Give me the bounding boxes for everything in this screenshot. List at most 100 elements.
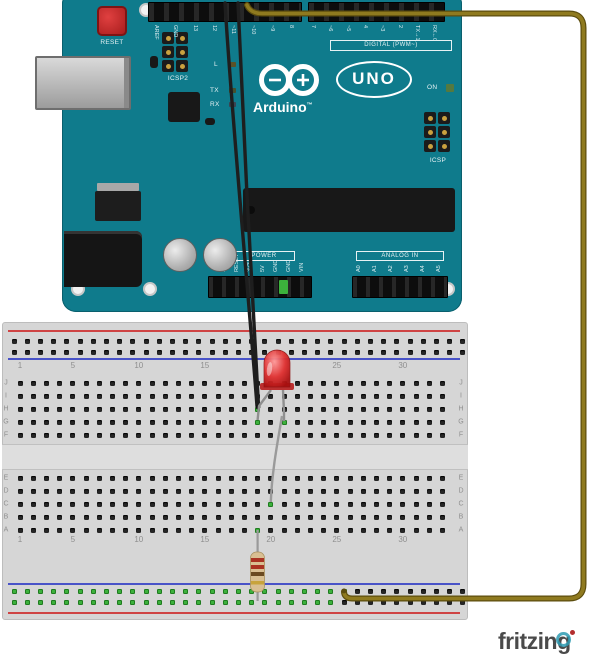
breadboard-hole[interactable] bbox=[334, 527, 340, 533]
breadboard-hole[interactable] bbox=[439, 406, 445, 412]
breadboard-hole[interactable] bbox=[83, 432, 89, 438]
breadboard-hole[interactable] bbox=[37, 338, 43, 344]
breadboard-hole[interactable] bbox=[268, 380, 274, 386]
breadboard-hole[interactable] bbox=[255, 432, 261, 438]
breadboard-hole[interactable] bbox=[123, 380, 129, 386]
breadboard-hole[interactable] bbox=[43, 419, 49, 425]
analog-header[interactable] bbox=[352, 276, 448, 298]
breadboard-hole[interactable] bbox=[394, 349, 400, 355]
breadboard-hole[interactable] bbox=[439, 488, 445, 494]
breadboard-hole[interactable] bbox=[268, 475, 274, 481]
breadboard-hole[interactable] bbox=[143, 338, 149, 344]
breadboard-hole[interactable] bbox=[367, 349, 373, 355]
breadboard-hole[interactable] bbox=[51, 599, 57, 605]
breadboard-hole[interactable] bbox=[328, 349, 334, 355]
power-header[interactable] bbox=[208, 276, 312, 298]
breadboard-hole[interactable] bbox=[281, 514, 287, 520]
breadboard-hole[interactable] bbox=[64, 338, 70, 344]
breadboard-hole[interactable] bbox=[347, 393, 353, 399]
breadboard-hole[interactable] bbox=[255, 380, 261, 386]
breadboard-hole[interactable] bbox=[460, 588, 466, 594]
breadboard-hole[interactable] bbox=[347, 419, 353, 425]
breadboard-hole[interactable] bbox=[136, 488, 142, 494]
breadboard-hole[interactable] bbox=[51, 338, 57, 344]
breadboard-hole[interactable] bbox=[189, 432, 195, 438]
breadboard-hole[interactable] bbox=[189, 406, 195, 412]
breadboard-hole[interactable] bbox=[24, 338, 30, 344]
breadboard-hole[interactable] bbox=[394, 588, 400, 594]
breadboard-hole[interactable] bbox=[460, 349, 466, 355]
breadboard-hole[interactable] bbox=[130, 599, 136, 605]
breadboard-hole[interactable] bbox=[30, 527, 36, 533]
breadboard-hole[interactable] bbox=[70, 419, 76, 425]
breadboard-hole[interactable] bbox=[268, 406, 274, 412]
breadboard-hole[interactable] bbox=[136, 514, 142, 520]
breadboard-hole[interactable] bbox=[439, 380, 445, 386]
breadboard-hole[interactable] bbox=[426, 488, 432, 494]
breadboard-hole[interactable] bbox=[64, 588, 70, 594]
breadboard-hole[interactable] bbox=[209, 349, 215, 355]
breadboard-hole[interactable] bbox=[255, 419, 261, 425]
breadboard-hole[interactable] bbox=[439, 432, 445, 438]
breadboard-hole[interactable] bbox=[43, 432, 49, 438]
breadboard-hole[interactable] bbox=[281, 501, 287, 507]
breadboard-hole[interactable] bbox=[51, 349, 57, 355]
breadboard-hole[interactable] bbox=[175, 501, 181, 507]
breadboard-hole[interactable] bbox=[215, 419, 221, 425]
breadboard-hole[interactable] bbox=[360, 501, 366, 507]
breadboard-hole[interactable] bbox=[341, 599, 347, 605]
breadboard-hole[interactable] bbox=[268, 432, 274, 438]
breadboard-hole[interactable] bbox=[109, 514, 115, 520]
breadboard-hole[interactable] bbox=[373, 380, 379, 386]
breadboard-hole[interactable] bbox=[367, 588, 373, 594]
breadboard-hole[interactable] bbox=[43, 380, 49, 386]
breadboard-hole[interactable] bbox=[400, 501, 406, 507]
breadboard-hole[interactable] bbox=[202, 419, 208, 425]
breadboard-hole[interactable] bbox=[123, 488, 129, 494]
breadboard-hole[interactable] bbox=[117, 599, 123, 605]
breadboard-hole[interactable] bbox=[307, 380, 313, 386]
breadboard-hole[interactable] bbox=[96, 432, 102, 438]
breadboard-hole[interactable] bbox=[426, 406, 432, 412]
breadboard-hole[interactable] bbox=[255, 501, 261, 507]
breadboard-hole[interactable] bbox=[426, 527, 432, 533]
breadboard-hole[interactable] bbox=[175, 380, 181, 386]
breadboard-hole[interactable] bbox=[400, 488, 406, 494]
breadboard-hole[interactable] bbox=[17, 475, 23, 481]
breadboard-hole[interactable] bbox=[360, 406, 366, 412]
breadboard-hole[interactable] bbox=[136, 419, 142, 425]
breadboard-hole[interactable] bbox=[288, 338, 294, 344]
breadboard-hole[interactable] bbox=[96, 488, 102, 494]
breadboard-hole[interactable] bbox=[215, 393, 221, 399]
breadboard-hole[interactable] bbox=[57, 475, 63, 481]
breadboard-hole[interactable] bbox=[96, 514, 102, 520]
breadboard-hole[interactable] bbox=[109, 393, 115, 399]
breadboard-hole[interactable] bbox=[109, 406, 115, 412]
icsp-pin[interactable] bbox=[424, 126, 436, 138]
breadboard-hole[interactable] bbox=[83, 527, 89, 533]
breadboard-hole[interactable] bbox=[281, 406, 287, 412]
breadboard-hole[interactable] bbox=[37, 349, 43, 355]
breadboard-hole[interactable] bbox=[373, 501, 379, 507]
breadboard-hole[interactable] bbox=[321, 488, 327, 494]
breadboard-hole[interactable] bbox=[156, 599, 162, 605]
breadboard-hole[interactable] bbox=[268, 393, 274, 399]
breadboard-hole[interactable] bbox=[143, 588, 149, 594]
breadboard-hole[interactable] bbox=[328, 588, 334, 594]
breadboard-hole[interactable] bbox=[202, 527, 208, 533]
breadboard-hole[interactable] bbox=[30, 488, 36, 494]
breadboard-hole[interactable] bbox=[328, 599, 334, 605]
breadboard-hole[interactable] bbox=[255, 488, 261, 494]
breadboard-hole[interactable] bbox=[447, 338, 453, 344]
breadboard-hole[interactable] bbox=[196, 338, 202, 344]
breadboard-hole[interactable] bbox=[354, 588, 360, 594]
breadboard-hole[interactable] bbox=[294, 514, 300, 520]
breadboard-hole[interactable] bbox=[43, 527, 49, 533]
breadboard-hole[interactable] bbox=[262, 599, 268, 605]
breadboard-hole[interactable] bbox=[288, 349, 294, 355]
breadboard-hole[interactable] bbox=[90, 599, 96, 605]
breadboard-hole[interactable] bbox=[307, 514, 313, 520]
breadboard-hole[interactable] bbox=[57, 527, 63, 533]
breadboard-hole[interactable] bbox=[334, 432, 340, 438]
breadboard-hole[interactable] bbox=[268, 488, 274, 494]
